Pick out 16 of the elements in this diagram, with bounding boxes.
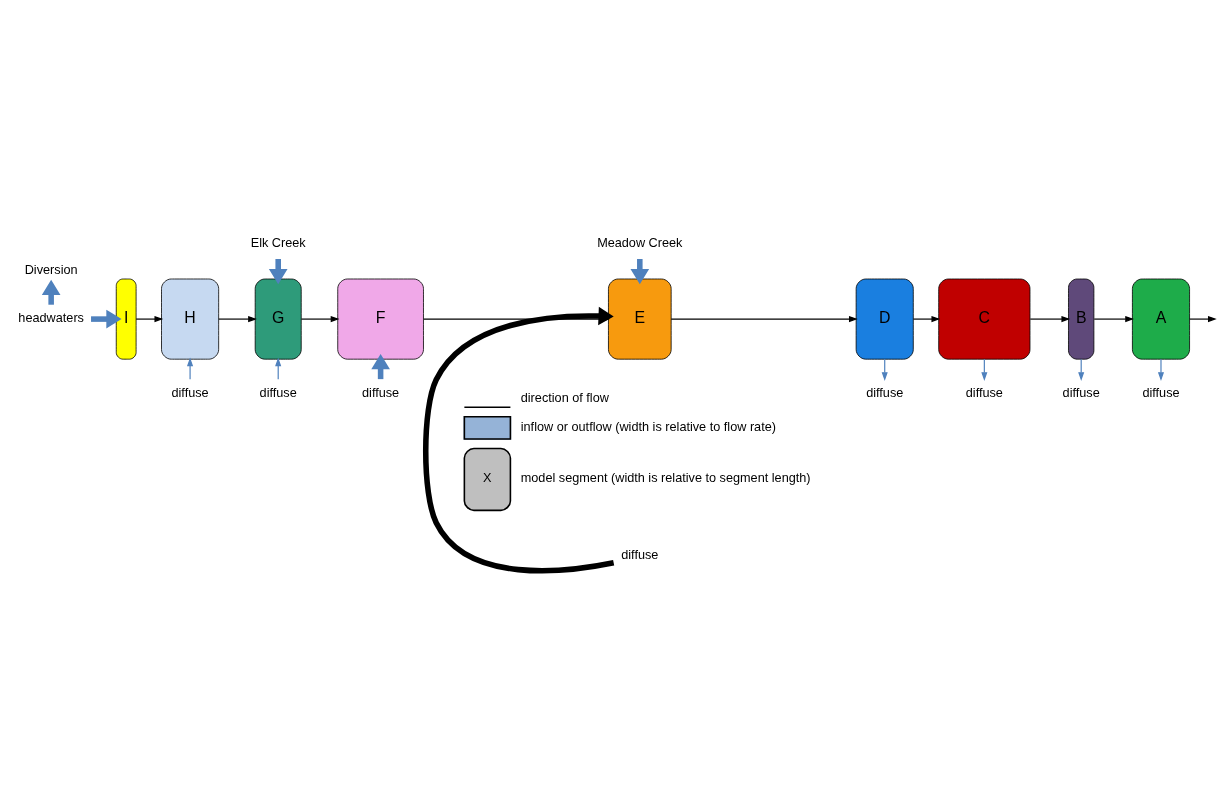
label: X — [483, 471, 492, 486]
node-text: diffuse — [866, 385, 904, 400]
node-text: diffuse — [621, 548, 659, 563]
node-text: diffuse — [965, 385, 1003, 400]
node-text: Elk Creek — [250, 236, 306, 251]
node-text: headwaters — [18, 311, 84, 326]
legend-label: inflow or outflow (width is relative to flow rate) — [520, 419, 776, 434]
legend-label: direction of flow — [520, 391, 609, 406]
node-text: diffuse — [259, 385, 297, 400]
node-text: Diversion — [24, 262, 78, 277]
node-text: diffuse — [1142, 385, 1180, 400]
node-text: Meadow Creek — [597, 236, 683, 251]
legend-label: model segment (width is relative to segment length) — [520, 471, 811, 486]
node-text: diffuse — [171, 385, 209, 400]
node-text: diffuse — [1062, 385, 1100, 400]
node-text: diffuse — [362, 385, 400, 400]
